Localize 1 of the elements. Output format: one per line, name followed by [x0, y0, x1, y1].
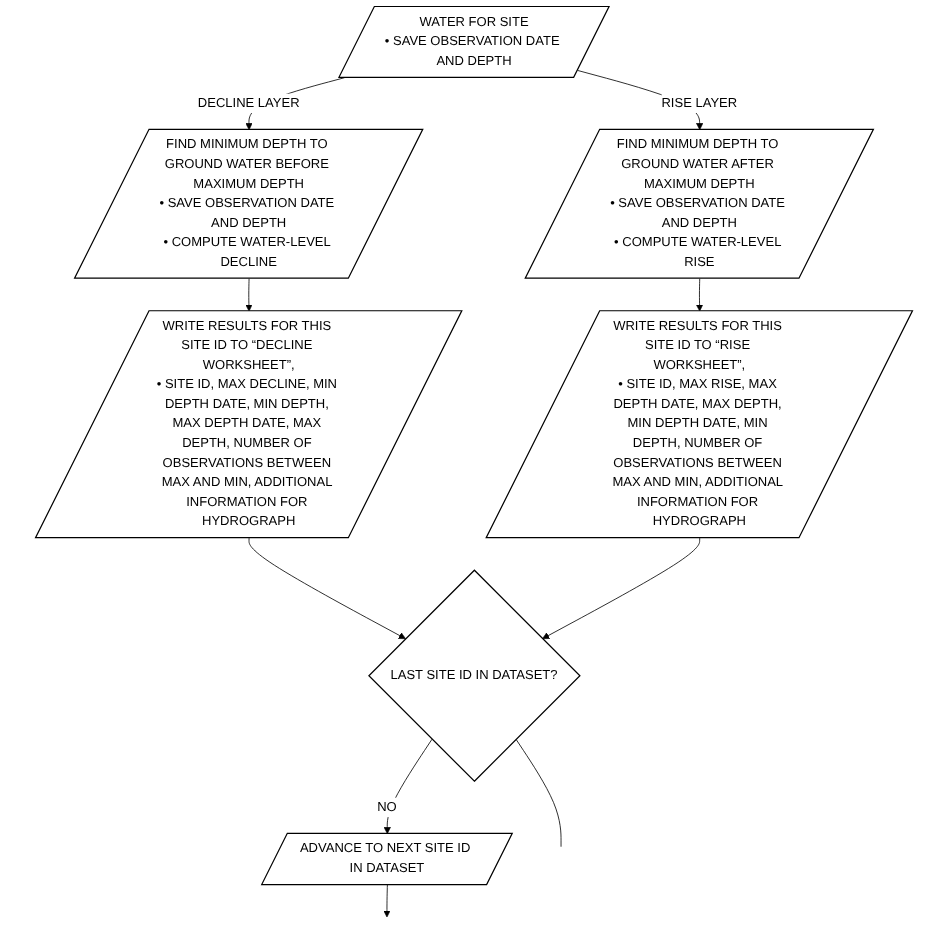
connector — [515, 738, 562, 848]
